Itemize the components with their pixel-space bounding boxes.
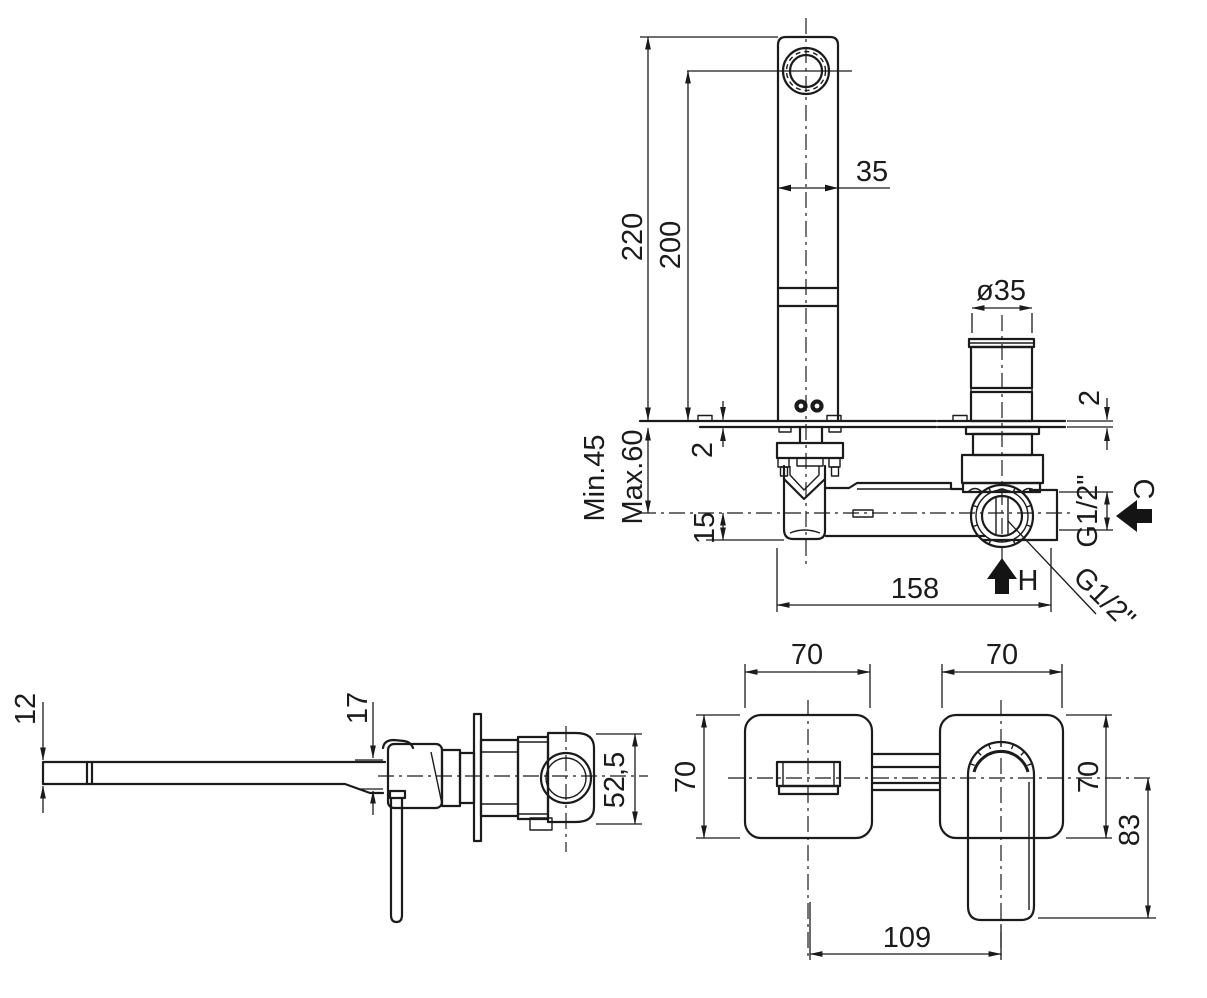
dim-recess-max: Max.60 [617, 429, 649, 524]
connecting-bar [870, 752, 942, 792]
dim-aerator-height: 200 [655, 221, 687, 269]
cartridge-rosette [961, 481, 1042, 494]
spout-wall-plate [743, 713, 874, 840]
label-cold-thread: G1/2" [1072, 474, 1104, 547]
dim-body-length: 158 [891, 573, 939, 605]
hub-step [440, 748, 462, 808]
valve-nut-scallops [972, 487, 1032, 545]
dim-spout-thickness: 12 [10, 693, 42, 725]
lever-root [388, 789, 407, 800]
aerator-outer [781, 46, 831, 96]
side-view: 12 17 52,5 [10, 692, 648, 924]
plate-tab [778, 426, 792, 433]
body-top-edge [824, 481, 965, 491]
dim-handle-length: 83 [1114, 814, 1146, 846]
dim-spout-plate-height: 70 [670, 761, 702, 793]
set-screw [794, 399, 808, 413]
plate-boss [697, 414, 713, 422]
hub-cone-line [430, 751, 443, 805]
dim-handle-plate-width: 70 [986, 639, 1018, 671]
arrowhead-icon [825, 184, 838, 192]
side-body-mid [516, 735, 550, 821]
dim-plate-center-distance: 109 [883, 922, 931, 954]
plate-boss [826, 414, 842, 422]
dim-spout-end-height: 17 [342, 692, 374, 724]
valve-nut-outer [969, 483, 1035, 549]
dim-body-height: 52,5 [599, 752, 631, 808]
plate-tab [828, 426, 842, 433]
lever-handle-side [389, 796, 404, 924]
set-screw [810, 399, 824, 413]
label-outlet-thread: G1/2" [1067, 561, 1141, 635]
dim-plate-thickness-left: 2 [687, 442, 719, 458]
rosette-scallops [967, 487, 1037, 493]
label-cold: C [1127, 479, 1159, 500]
handle-wall-plate [938, 713, 1065, 840]
side-valve-outer [539, 751, 593, 805]
elbow-body [782, 477, 827, 541]
front-view: 70 70 70 70 83 109 [670, 639, 1156, 960]
elbow-cap-line [789, 529, 821, 534]
label-hot: H [1018, 565, 1039, 597]
dim-plate-thickness-right: 2 [1074, 390, 1106, 406]
valve-nut-inner [975, 489, 1029, 543]
handle-dome-hatch [969, 742, 1033, 767]
arrowhead-icon [778, 184, 791, 192]
lever-handle-front [966, 740, 1036, 922]
dim-cartridge-diameter: ø35 [976, 275, 1026, 307]
cold-direction-arrow-icon [1116, 500, 1152, 532]
valve-bore [980, 494, 1024, 538]
housing-step [529, 817, 553, 831]
dim-spout-width: 35 [856, 156, 888, 188]
side-valve-inner [545, 757, 587, 799]
union-flange [775, 441, 845, 460]
main-view: 35 220 200 2 Min.45 Max.60 15 ø35 2 [579, 18, 1159, 635]
hub-step [458, 751, 476, 805]
body-port-detail [852, 509, 874, 518]
spout-outlet-lip [777, 784, 840, 796]
aerator-thread [785, 50, 827, 92]
spout-tube [776, 35, 840, 423]
elbow-inner [789, 466, 820, 491]
handle-dome-inner-arc [972, 749, 1030, 773]
aerator-inner [788, 53, 824, 89]
plate-boss [952, 414, 968, 422]
side-spout [41, 760, 387, 795]
union-bolt-stub [830, 466, 840, 477]
dim-center-offset: 15 [689, 512, 721, 544]
dim-recess-min: Min.45 [579, 434, 611, 521]
union-tab [796, 457, 824, 467]
elbow-outer [782, 464, 827, 501]
hot-direction-arrow-icon [987, 558, 1017, 594]
dim-handle-plate-height: 70 [1073, 761, 1105, 793]
union-bolt [828, 457, 841, 468]
dim-spout-plate-width: 70 [791, 639, 823, 671]
inlet-block [981, 488, 1059, 542]
dim-total-height: 220 [617, 213, 649, 261]
side-valve-housing [546, 731, 596, 824]
leader-line [1007, 520, 1097, 615]
